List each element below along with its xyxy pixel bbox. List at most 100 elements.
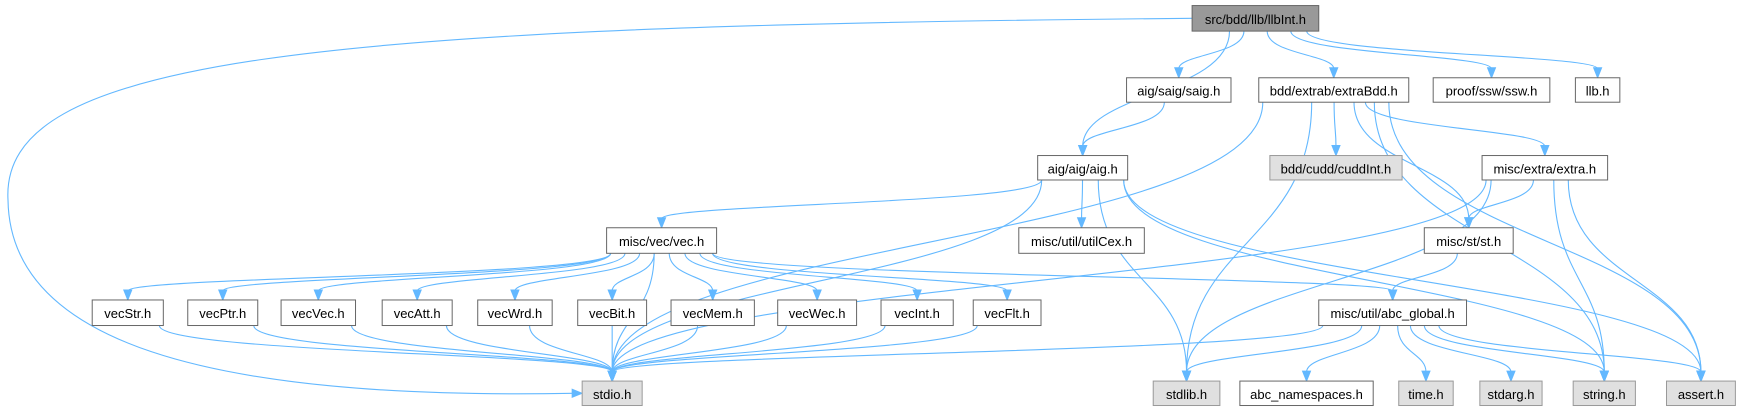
node-box [1423,227,1514,254]
edge-extra-to-assert [1567,179,1706,383]
node-extra[interactable]: misc/extra/extra.h [1481,155,1609,181]
edge-aig-to-assert [1123,179,1706,383]
node-extraBdd[interactable]: bdd/extrab/extraBdd.h [1258,77,1410,103]
edge-vec-to-vecWec [684,253,822,302]
edge-aig-to-vec [656,179,1043,230]
node-box [91,299,164,327]
node-aig[interactable]: aig/aig/aig.h [1037,155,1129,181]
node-label: llb.h [1586,83,1610,98]
node-box [880,299,954,327]
node-vecFlt[interactable]: vecFlt.h [972,299,1042,327]
edge-abc_global-to-string [1423,325,1610,383]
node-assert[interactable]: assert.h [1666,380,1736,407]
node-vecWrd[interactable]: vecWrd.h [477,299,553,327]
node-label: vecInt.h [894,306,940,321]
node-box [1666,380,1736,407]
node-stdarg[interactable]: stdarg.h [1479,380,1543,407]
node-box [1479,380,1543,407]
node-label: aig/aig/aig.h [1048,161,1118,176]
edge-vec-to-abc_global [712,252,1398,302]
node-vecMem[interactable]: vecMem.h [670,299,755,327]
node-box [1258,77,1410,103]
node-st[interactable]: misc/st/st.h [1423,227,1514,254]
edge-extra-to-st [1464,179,1534,230]
edge-vecStr-to-stdio [158,325,617,383]
node-label: vecMem.h [683,306,743,321]
node-saig[interactable]: aig/saig/saig.h [1126,77,1232,103]
node-label: vecBit.h [589,306,635,321]
node-vecInt[interactable]: vecInt.h [880,299,954,327]
edge-root-to-llb [1306,30,1603,80]
edge-vecPtr-to-stdio [253,325,617,383]
node-box [670,299,755,327]
node-box [581,380,643,407]
edge-aig-to-stdio [607,179,1043,383]
node-vecPtr[interactable]: vecPtr.h [187,299,259,327]
node-cuddInt[interactable]: bdd/cudd/cuddInt.h [1269,155,1403,181]
edge-root-to-saig [1174,31,1245,80]
node-label: stdio.h [593,387,631,402]
node-vecStr[interactable]: vecStr.h [91,299,164,327]
node-box [1126,77,1232,103]
node-box [1572,380,1636,407]
node-box [1481,155,1609,181]
node-stdlib[interactable]: stdlib.h [1152,380,1221,407]
node-label: misc/extra/extra.h [1494,161,1597,176]
node-vecVec[interactable]: vecVec.h [280,299,357,327]
node-box [1432,77,1551,103]
edges-layer [7,17,1706,399]
node-label: proof/ssw/ssw.h [1446,83,1538,98]
edge-vec-to-vecAtt [412,253,626,302]
node-root[interactable]: src/bdd/llb/llbInt.h [1191,5,1320,32]
node-label: vecAtt.h [394,306,441,321]
edge-vec-to-vecPtr [218,252,612,302]
node-box [280,299,357,327]
edge-vec-to-vecVec [313,253,612,302]
node-box [1574,77,1621,103]
node-label: vecWrd.h [488,306,543,321]
edge-vecWrd-to-stdio [528,325,617,383]
node-label: bdd/extrab/extraBdd.h [1270,83,1398,98]
node-vecWec[interactable]: vecWec.h [777,299,858,327]
node-abc-namespaces[interactable]: abc_namespaces.h [1239,380,1374,407]
node-llb[interactable]: llb.h [1574,77,1621,103]
node-label: misc/util/abc_global.h [1330,306,1454,321]
node-box [1318,299,1468,327]
edge-vec-to-vecMem [668,253,718,302]
node-utilCex[interactable]: misc/util/utilCex.h [1018,227,1145,254]
node-vecAtt[interactable]: vecAtt.h [381,299,453,327]
node-label: time.h [1408,387,1443,402]
edge-aig-to-string [1123,179,1610,383]
node-box [577,299,648,327]
node-vec[interactable]: misc/vec/vec.h [606,227,718,254]
edge-extraBdd-to-cuddInt [1331,102,1341,157]
node-box [1018,227,1145,254]
node-time[interactable]: time.h [1398,380,1454,407]
edge-vec-to-vecBit [607,253,655,302]
edge-saig-to-aig [1077,102,1165,157]
node-string[interactable]: string.h [1572,380,1636,407]
node-box [606,227,718,254]
node-stdio[interactable]: stdio.h [581,380,643,407]
node-label: vecPtr.h [199,306,246,321]
edge-vecWec-to-stdio [607,325,787,383]
node-box [777,299,858,327]
node-ssw[interactable]: proof/ssw/ssw.h [1432,77,1551,103]
edge-vecAtt-to-stdio [445,325,617,383]
node-label: assert.h [1678,387,1724,402]
edge-abc_global-to-stdlib [1181,325,1363,383]
node-label: vecStr.h [104,306,151,321]
node-box [187,299,259,327]
node-label: aig/saig/saig.h [1137,83,1220,98]
edge-abc_global-to-abc_namespaces [1301,325,1381,383]
node-box [1152,380,1221,407]
nodes-layer: src/bdd/llb/llbInt.h aig/saig/saig.h bdd/e… [91,5,1736,407]
node-label: misc/st/st.h [1436,234,1501,249]
node-label: misc/util/utilCex.h [1031,234,1132,249]
node-label: stdlib.h [1166,387,1207,402]
edge-vec-to-vecFlt [712,253,1012,302]
edge-abc_global-to-stdio [607,325,1324,383]
node-abc-global[interactable]: misc/util/abc_global.h [1318,299,1468,327]
node-vecBit[interactable]: vecBit.h [577,299,648,327]
